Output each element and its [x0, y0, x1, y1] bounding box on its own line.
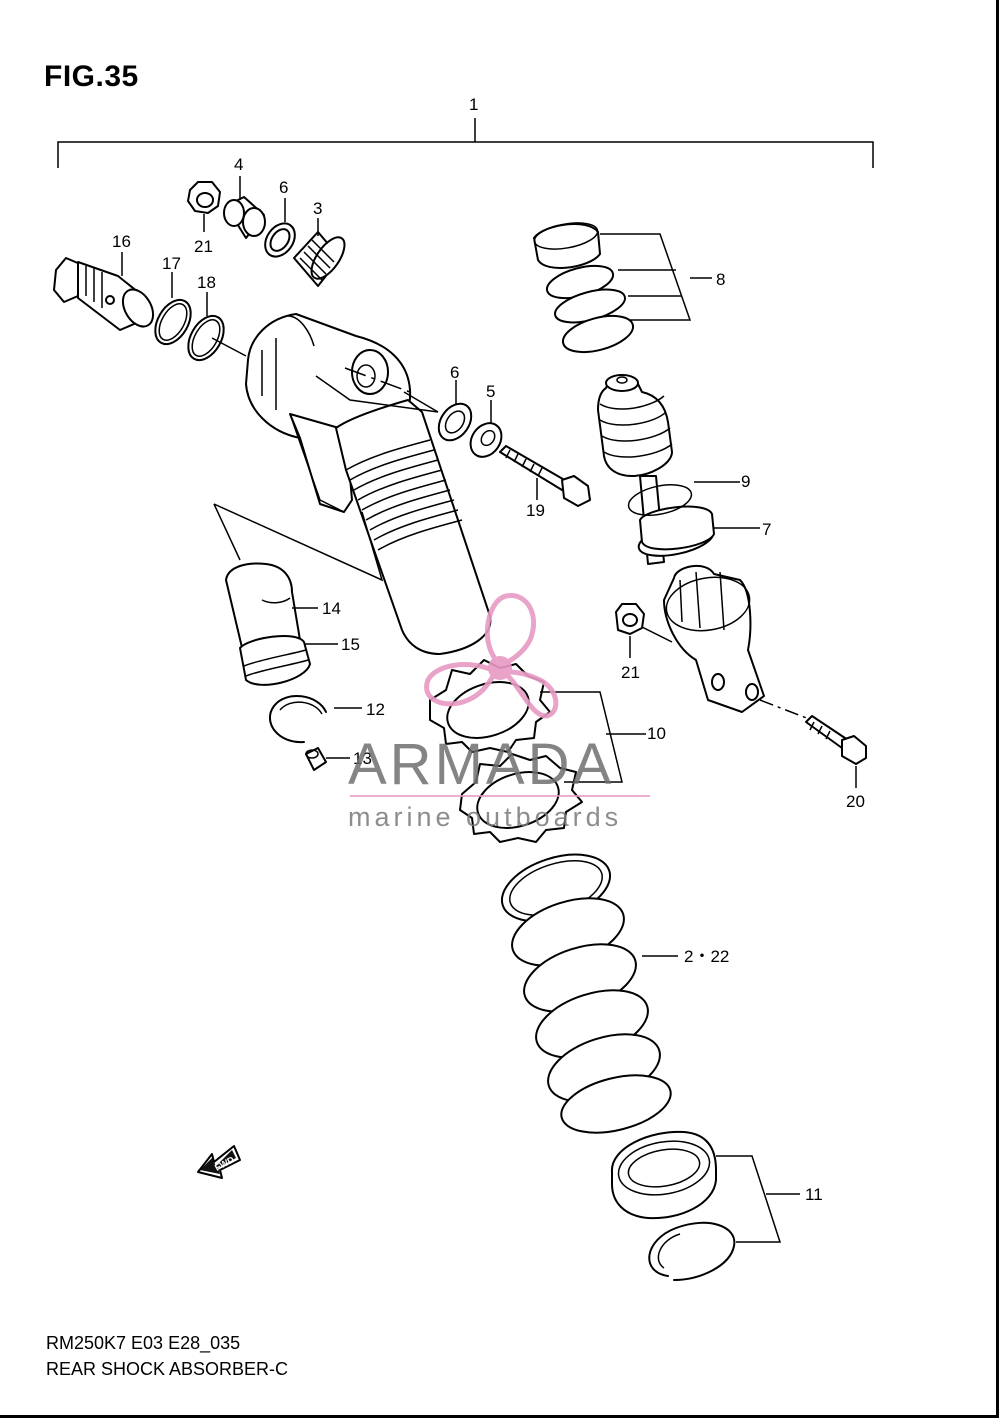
watermark-brand: ARMADA [348, 732, 614, 797]
callout-11: 11 [805, 1185, 823, 1204]
o-ring-18 [187, 292, 247, 362]
watermark-tagline: marine outboards [348, 802, 622, 832]
needle-bearing-3 [293, 218, 346, 287]
callout-15: 15 [341, 635, 360, 654]
callout-17: 17 [162, 254, 181, 273]
callout-4: 4 [234, 155, 243, 174]
callout-8: 8 [716, 270, 725, 289]
assembly-bracket [57, 118, 874, 168]
bump-stop-8 [533, 222, 712, 354]
lock-nut-10-upper [429, 659, 551, 753]
armada-watermark: ARMADA marine outboards [348, 593, 650, 832]
callout-12: 12 [366, 700, 385, 719]
callout-20: 20 [846, 792, 865, 811]
nut-21-top [187, 181, 221, 232]
callout-18: 18 [197, 273, 216, 292]
callout-5: 5 [486, 382, 495, 401]
coil-spring-2-22 [500, 853, 678, 1134]
callout-21-top: 21 [194, 237, 213, 256]
figure-title: FIG.35 [44, 60, 139, 93]
circlip-12 [268, 694, 362, 744]
propeller-logo-icon [424, 593, 559, 719]
callout-9: 9 [741, 472, 750, 491]
leader-11 [716, 1155, 800, 1243]
collar-4 [223, 176, 266, 239]
callout-14: 14 [322, 599, 341, 618]
nut-21-lower [615, 603, 645, 658]
callout-3: 3 [313, 199, 322, 218]
adjuster-16 [53, 252, 155, 331]
seal-6-top [264, 198, 296, 258]
o-ring-17 [154, 272, 192, 346]
shock-body-main [213, 313, 492, 655]
callout-13: 13 [353, 749, 372, 768]
fwd-direction-arrow: FWD [197, 1145, 241, 1179]
bolt-20 [805, 715, 867, 788]
leader-10 [540, 691, 646, 783]
callout-10: 10 [647, 724, 666, 743]
lock-nut-10-lower [459, 753, 583, 843]
cap-13 [305, 747, 350, 771]
callout-16: 16 [112, 232, 131, 251]
callout-19: 19 [526, 501, 545, 520]
figure-code: RM250K7 E03 E28_035 [46, 1333, 241, 1353]
callout-6-mid: 6 [450, 363, 459, 382]
bolt-19 [499, 445, 591, 507]
seal-6-mid [437, 380, 473, 442]
callout-21-lower: 21 [621, 663, 640, 682]
callout-1: 1 [469, 95, 478, 114]
bladder-14 [225, 562, 338, 686]
callout-6-top: 6 [279, 178, 288, 197]
figure-name: REAR SHOCK ABSORBER-C [46, 1359, 289, 1379]
callout-7: 7 [762, 520, 771, 539]
damper-rod [597, 374, 823, 725]
snap-ring-11 [648, 1221, 736, 1281]
callout-2-22: 2・22 [684, 947, 729, 966]
washer-5 [469, 400, 503, 458]
spring-seat-11 [610, 1130, 717, 1220]
